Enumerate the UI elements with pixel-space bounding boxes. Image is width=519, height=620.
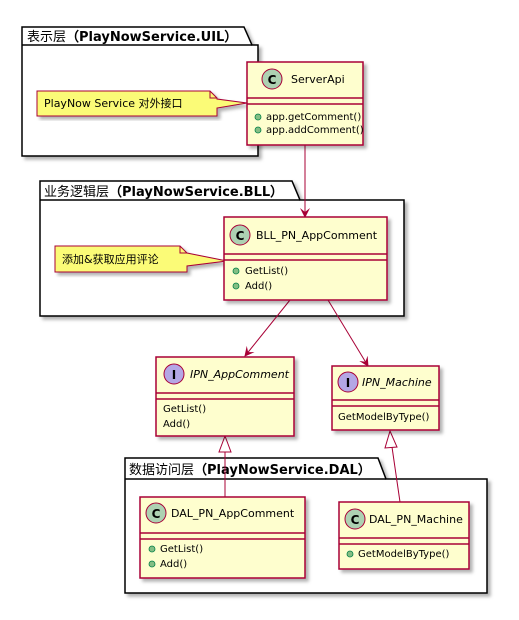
arrow-bll-to-ipn-appcomment <box>244 299 291 357</box>
public-method-icon <box>254 113 262 121</box>
public-method-icon <box>254 126 262 134</box>
class-name: DAL_PN_Machine <box>369 513 463 526</box>
realization-dal-appcomment-head <box>218 434 232 453</box>
class-name: DAL_PN_AppComment <box>171 507 295 520</box>
interface-name: IPN_AppComment <box>190 368 290 381</box>
package-uil-paren-close: ） <box>224 29 237 45</box>
arrow-bll-to-ipn-machine <box>327 299 369 367</box>
class-serverapi: C ServerApi app.getComment() app.addComm… <box>246 61 364 146</box>
public-method-icon <box>346 550 354 558</box>
interface-letter: I <box>172 368 176 382</box>
method: GetModelByType() <box>358 549 449 560</box>
interface-icon <box>163 363 185 385</box>
note-bll-text: 添加&获取应用评论 <box>62 252 159 266</box>
method: GetList() <box>160 544 203 555</box>
interface-name: IPN_Machine <box>362 376 432 389</box>
method: Add() <box>245 281 272 292</box>
package-dal-title: 数据访问层（PlayNowService.DAL） <box>129 462 371 478</box>
method: GetList() <box>245 266 288 277</box>
method: GetModelByType() <box>338 412 429 423</box>
interface-icon <box>337 371 359 393</box>
package-bll-title: 业务逻辑层（PlayNowService.BLL） <box>44 184 283 200</box>
package-dal-paren-close: ） <box>358 462 371 478</box>
class-icon <box>261 68 283 90</box>
interface-letter: I <box>346 376 350 390</box>
package-bll-paren-close: ） <box>270 184 283 200</box>
public-method-icon <box>148 560 156 568</box>
package-bll-paren-open: （ <box>109 184 122 200</box>
package-uil-name: 表示层 <box>27 30 66 45</box>
class-dal-pn-appcomment: C DAL_PN_AppComment GetList() Add() <box>139 496 306 579</box>
class-name: ServerApi <box>291 73 345 86</box>
public-method-icon <box>232 282 240 290</box>
class-letter: C <box>268 73 277 87</box>
class-letter: C <box>152 507 161 521</box>
interface-ipn-machine: I IPN_Machine GetModelByType() <box>331 365 440 431</box>
method: Add() <box>160 559 187 570</box>
class-letter: C <box>351 513 360 527</box>
package-dal-namespace: PlayNowService.DAL <box>207 463 358 478</box>
public-method-icon <box>148 545 156 553</box>
note-uil: PlayNow Service 对外接口 <box>36 90 248 117</box>
class-name: BLL_PN_AppComment <box>256 229 378 242</box>
class-icon <box>145 502 167 524</box>
class-letter: C <box>236 229 245 243</box>
relationships <box>218 145 401 503</box>
note-bll: 添加&获取应用评论 <box>54 245 228 273</box>
package-uil-paren-open: （ <box>66 29 79 45</box>
method: app.addComment() <box>266 125 364 136</box>
note-uil-text: PlayNow Service 对外接口 <box>44 96 183 110</box>
method: app.getComment() <box>266 112 361 123</box>
interface-ipn-appcomment: I IPN_AppComment GetList() Add() <box>155 356 295 437</box>
method: Add() <box>163 419 190 430</box>
package-dal-name: 数据访问层 <box>129 463 194 478</box>
realization-dal-machine-head <box>384 429 398 449</box>
public-method-icon <box>232 267 240 275</box>
class-bll-pn-appcomment: C BLL_PN_AppComment GetList() Add() <box>223 216 388 301</box>
class-dal-pn-machine: C DAL_PN_Machine GetModelByType() <box>338 501 470 570</box>
package-uil-title: 表示层（PlayNowService.UIL） <box>27 29 237 45</box>
class-icon <box>344 508 366 530</box>
realization-dal-machine <box>391 446 401 503</box>
method: GetList() <box>163 404 206 415</box>
package-dal-paren-open: （ <box>194 462 207 478</box>
class-icon <box>229 224 251 246</box>
package-bll-name: 业务逻辑层 <box>44 184 109 200</box>
package-uil-namespace: PlayNowService.UIL <box>79 30 224 45</box>
package-bll-namespace: PlayNowService.BLL <box>122 185 270 200</box>
